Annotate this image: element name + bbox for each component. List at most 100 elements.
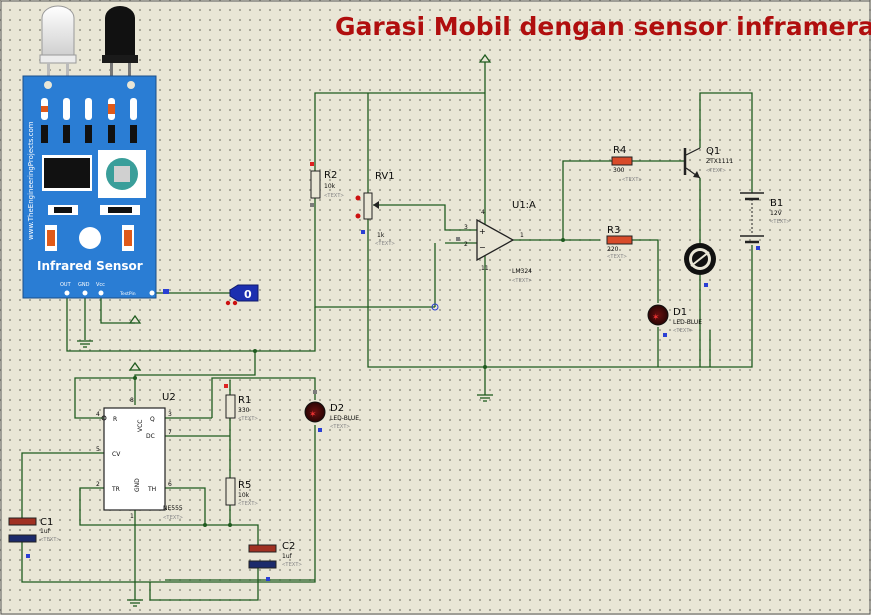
svg-text:2: 2: [464, 241, 468, 248]
svg-text:TR: TR: [111, 486, 120, 493]
b1-text: <TEXT>: [770, 219, 791, 225]
logic-probe[interactable]: 0: [163, 284, 259, 306]
resistor-r4[interactable]: R4 300 <TEXT>: [611, 145, 643, 183]
r3-text: <TEXT>: [607, 254, 628, 260]
c2-text: <TEXT>: [282, 562, 303, 568]
capacitor-c2[interactable]: C2 1uf <TEXT>: [248, 541, 303, 581]
r2-name: R2: [324, 170, 337, 181]
logic-probe-value: 0: [244, 288, 252, 301]
dc-motor[interactable]: [684, 243, 716, 287]
r1-name: R1: [238, 395, 251, 406]
d1-text: <TEXT>: [673, 328, 694, 334]
led-d2[interactable]: ✶ D2 LED-BLUE <TEXT>: [304, 390, 359, 432]
r1-text: <TEXT>: [238, 416, 259, 422]
b1-value: 12V: [770, 210, 783, 217]
svg-text:DC: DC: [146, 433, 155, 440]
r2-text: <TEXT>: [324, 193, 345, 199]
b1-name: B1: [770, 198, 783, 209]
svg-text:4: 4: [96, 411, 100, 418]
r4-name: R4: [613, 145, 626, 156]
svg-text:7: 7: [168, 429, 172, 436]
timer-u2-ne555[interactable]: U2 R Q VCC DC CV TR GND TH 4 3 8 7 5 2 1…: [96, 392, 184, 521]
sensor-pin-vcc-label: Vcc: [96, 282, 105, 288]
sensor-board-label: Infrared Sensor: [37, 259, 143, 273]
svg-text:✶: ✶: [652, 313, 660, 323]
c2-name: C2: [282, 541, 295, 552]
u1a-text: <TEXT>: [512, 278, 533, 284]
resistor-r3[interactable]: R3 220 <TEXT>: [606, 225, 633, 260]
svg-text:3: 3: [464, 224, 468, 231]
led-d1[interactable]: ✶ D1 LED-BLUE <TEXT>: [647, 304, 702, 337]
c2-value: 1uf: [282, 553, 293, 560]
r5-text: <TEXT>: [238, 501, 259, 507]
resistor-r1[interactable]: R1 330 <TEXT>: [224, 384, 259, 422]
svg-text:4: 4: [481, 209, 485, 216]
sensor-pin-out-label: OUT: [60, 282, 72, 288]
r3-name: R3: [607, 225, 620, 236]
c1-text: <TEXT>: [40, 537, 61, 543]
c1-name: C1: [40, 517, 53, 528]
ground-symbols: [77, 53, 493, 607]
page-title: Garasi Mobil dengan sensor inframerah: [335, 12, 871, 41]
svg-text:6: 6: [168, 481, 172, 488]
sensor-testpin-label: TestPin: [119, 291, 136, 297]
r4-text: <TEXT>: [622, 177, 643, 183]
svg-text:2: 2: [96, 481, 100, 488]
d1-part: LED-BLUE: [673, 319, 702, 326]
svg-text:1: 1: [520, 232, 524, 239]
svg-text:Q: Q: [150, 416, 155, 423]
u2-part: NE555: [163, 505, 183, 512]
d2-part: LED-BLUE: [330, 415, 359, 422]
svg-text:TH: TH: [147, 486, 156, 493]
resistor-r2[interactable]: R2 10k <TEXT>: [310, 162, 345, 207]
r2-value: 10k: [324, 183, 336, 190]
ir-receiver-led-icon: [105, 6, 135, 57]
svg-text:GND: GND: [134, 478, 141, 492]
transistor-q1[interactable]: Q1 ZTX1111 <TEXT>: [683, 146, 733, 179]
d2-text: <TEXT>: [330, 424, 351, 430]
sensor-pin-gnd-label: GND: [78, 282, 90, 288]
r4-value: 300: [613, 167, 625, 174]
r5-value: 10k: [238, 492, 250, 499]
sensor-board-url: www.TheEngineeringProjects.com: [27, 121, 35, 240]
q1-text: <TEXT>: [706, 168, 727, 174]
battery-b1[interactable]: B1 12V <TEXT>: [740, 192, 791, 250]
rv1-text: <TEXT>: [375, 241, 396, 247]
u1a-name: U1:A: [512, 200, 536, 211]
opamp-u1a[interactable]: + − U1:A LM324 <TEXT> 3 2 1 4 11: [456, 200, 536, 284]
potentiometer-rv1[interactable]: RV1 1k <TEXT>: [355, 171, 396, 247]
d2-name: D2: [330, 403, 344, 414]
svg-text:VCC: VCC: [137, 420, 144, 432]
q1-name: Q1: [706, 146, 720, 157]
svg-text:+: +: [479, 227, 486, 236]
ir-sensor-module[interactable]: www.TheEngineeringProjects.com Infrared …: [22, 5, 157, 299]
ir-emitter-led-icon: [41, 5, 75, 57]
u2-name: U2: [162, 392, 176, 403]
svg-text:3: 3: [168, 411, 172, 418]
rv1-name: RV1: [375, 171, 395, 182]
d1-name: D1: [673, 307, 687, 318]
svg-text:CV: CV: [112, 451, 121, 458]
c1-value: 1uf: [40, 528, 51, 535]
capacitor-c1[interactable]: C1 1uf <TEXT>: [8, 517, 61, 558]
r5-name: R5: [238, 480, 251, 491]
resistor-r5[interactable]: R5 10k <TEXT>: [225, 477, 259, 507]
u1a-part: LM324: [512, 268, 532, 275]
svg-text:−: −: [479, 243, 486, 252]
junction-dots: [133, 238, 565, 527]
q1-part: ZTX1111: [706, 158, 733, 165]
r1-value: 330: [238, 407, 250, 414]
svg-text:11: 11: [481, 265, 489, 272]
svg-text:R: R: [113, 416, 117, 423]
svg-text:5: 5: [96, 446, 100, 453]
r3-value: 220: [607, 246, 619, 253]
wire-junction-marker: [431, 303, 439, 311]
svg-text:1: 1: [130, 513, 134, 520]
svg-text:8: 8: [130, 397, 134, 404]
svg-text:✶: ✶: [309, 410, 317, 420]
u2-text: <TEXT>: [163, 515, 184, 521]
wires: [21, 62, 753, 601]
